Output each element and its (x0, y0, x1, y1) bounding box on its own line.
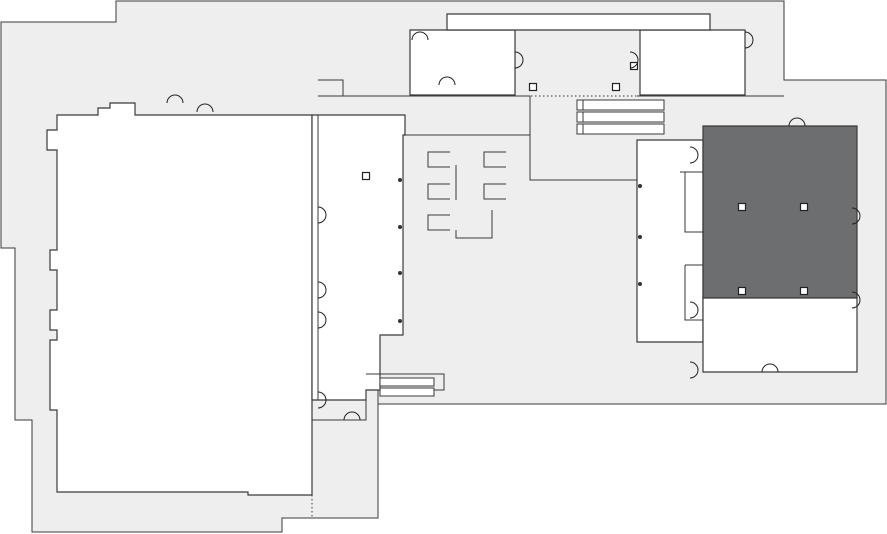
door-icon (196, 103, 214, 113)
stair-flight (576, 111, 665, 123)
door-icon (761, 363, 779, 373)
door-icon (166, 94, 184, 104)
door-icon (689, 361, 699, 379)
stair-flight (576, 99, 665, 111)
cubicle (483, 151, 506, 168)
column (629, 61, 639, 71)
column-dot (638, 282, 642, 286)
wall (684, 264, 704, 321)
rooms (46, 13, 858, 496)
column-dot (398, 319, 402, 323)
column-dot (638, 184, 642, 188)
column (799, 202, 809, 212)
column (737, 286, 747, 296)
room-east-lower[interactable] (702, 297, 858, 373)
cubicles (427, 151, 506, 239)
column (611, 82, 621, 92)
door-icon (317, 206, 327, 224)
door-icon (788, 117, 806, 127)
wall (366, 373, 445, 404)
cubicle-wall (455, 210, 493, 239)
stair-flight (576, 123, 665, 135)
room-top-connector[interactable] (446, 13, 711, 31)
stair-flight (379, 377, 435, 387)
column (361, 171, 371, 181)
door-icon (411, 31, 429, 41)
door-icon (689, 301, 699, 319)
room-highlighted[interactable] (702, 125, 858, 299)
door-icon (438, 76, 456, 86)
door-icon (317, 311, 327, 329)
column-dot (398, 271, 402, 275)
columns (361, 61, 809, 323)
door-icon (514, 51, 524, 69)
door-icon (851, 207, 861, 225)
stair-flight (379, 387, 435, 397)
wall (680, 171, 704, 233)
cubicle (427, 214, 450, 231)
wall (312, 114, 406, 135)
doors (166, 31, 861, 421)
room-top-left[interactable] (409, 29, 516, 96)
column-dot (638, 235, 642, 239)
cubicle (427, 151, 450, 168)
room-large-hall[interactable] (46, 102, 313, 496)
interior-walls (311, 79, 784, 518)
wall (318, 79, 344, 97)
room-top-right[interactable] (639, 29, 746, 96)
door-icon (317, 281, 327, 299)
wall (343, 95, 637, 181)
cubicle (483, 183, 506, 200)
column-dot (398, 225, 402, 229)
room-east-corridor[interactable] (636, 139, 704, 343)
cubicle (427, 183, 450, 200)
stairs (379, 99, 665, 397)
door-icon (317, 391, 327, 409)
column (799, 286, 809, 296)
column (737, 202, 747, 212)
door-icon (744, 31, 754, 49)
column (528, 82, 538, 92)
door-icon (343, 411, 361, 421)
door-icon (629, 51, 639, 69)
wall (312, 400, 367, 421)
door-icon (689, 146, 699, 164)
door-icon (851, 291, 861, 309)
room-corridor-west[interactable] (311, 114, 406, 401)
column-dot (398, 178, 402, 182)
